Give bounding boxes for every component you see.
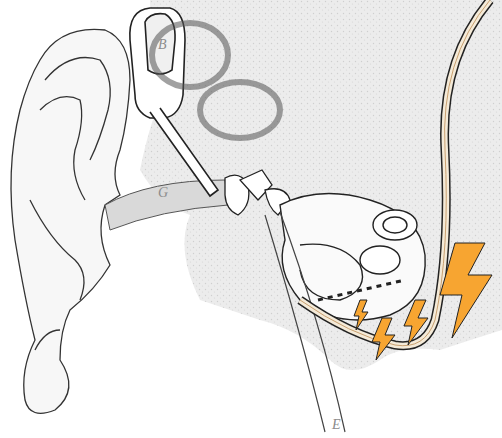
stimulation-bolt (354, 243, 492, 360)
part-letter: B (158, 38, 167, 52)
semicircular-canals (152, 23, 280, 138)
part-letter: G (158, 186, 168, 200)
part-letter: E (332, 418, 341, 432)
